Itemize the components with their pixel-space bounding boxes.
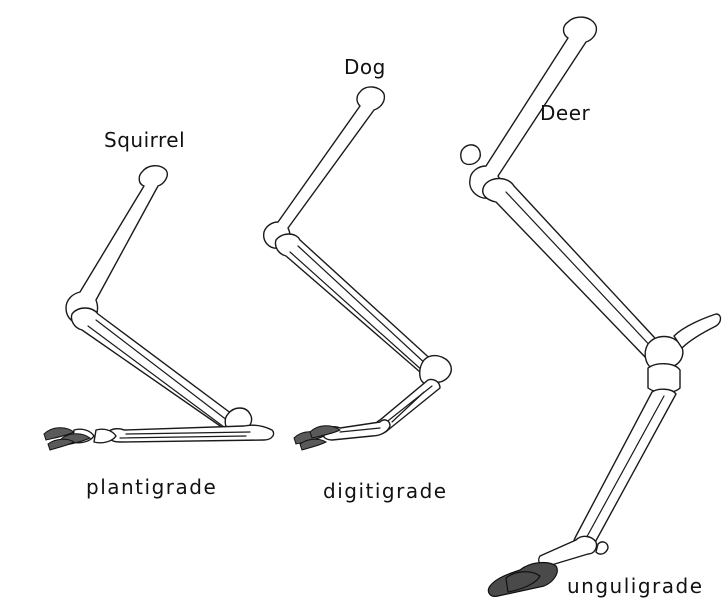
digitigrade-label: digitigrade xyxy=(323,479,448,503)
dog-tibia xyxy=(275,234,439,381)
squirrel-label: Squirrel xyxy=(104,128,185,152)
dog-limb xyxy=(264,87,452,450)
squirrel-tibia xyxy=(71,308,244,438)
dog-femur xyxy=(264,87,385,248)
deer-tarsal xyxy=(648,364,680,393)
squirrel-limb xyxy=(44,166,274,450)
deer-limb xyxy=(461,17,721,596)
deer-tibia xyxy=(483,179,670,369)
deer-patella xyxy=(461,145,481,164)
squirrel-femur xyxy=(66,166,167,325)
deer-pastern xyxy=(539,536,597,566)
dog-ankle xyxy=(420,356,452,384)
deer-label: Deer xyxy=(540,101,590,125)
deer-hock-process xyxy=(674,314,721,348)
deer-cannon-bone xyxy=(573,389,676,552)
unguligrade-label: unguligrade xyxy=(567,574,704,598)
dog-label: Dog xyxy=(344,55,386,79)
deer-dewclaw xyxy=(596,542,608,554)
plantigrade-label: plantigrade xyxy=(86,475,217,499)
